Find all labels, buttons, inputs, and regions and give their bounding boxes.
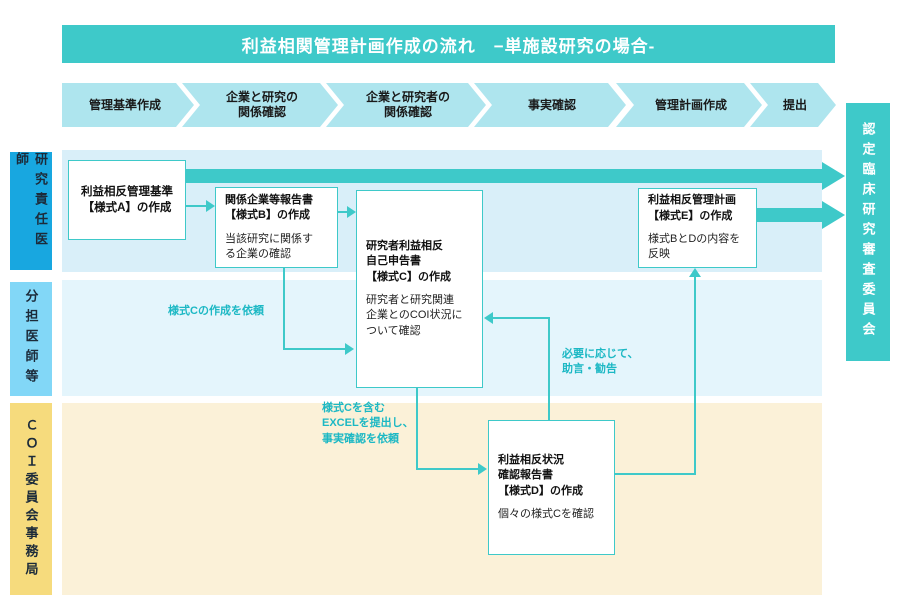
arrow-plan-to-committee-body bbox=[757, 208, 823, 222]
arrow-d-advice-c-head-icon bbox=[484, 312, 493, 324]
process-step-create-plan: 管理計画作成 bbox=[616, 83, 762, 127]
arrow-d-advice-c-vertical-line bbox=[548, 318, 550, 420]
form-box-c-body: 研究者と研究関連 企業とのCOI状況に ついて確認 bbox=[366, 294, 463, 337]
form-box-b-title: 関係企業等報告書 【様式B】の作成 bbox=[225, 193, 313, 222]
process-step-fact-check: 事実確認 bbox=[474, 83, 626, 127]
annotation-submit-excel: 様式Cを含む EXCELを提出し、 事実確認を依頼 bbox=[322, 402, 414, 445]
process-step-create-standards: 管理基準作成 bbox=[62, 83, 194, 127]
form-box-c: 研究者利益相反 自己申告書 【様式C】の作成 研究者と研究関連 企業とのCOI状… bbox=[356, 190, 483, 388]
arrow-d-to-e-vertical-line bbox=[694, 276, 696, 475]
arrow-b-to-c-line bbox=[338, 211, 348, 213]
arrow-c-to-d-vertical-line bbox=[416, 388, 418, 470]
form-box-c-title: 研究者利益相反 自己申告書 【様式C】の作成 bbox=[366, 239, 451, 283]
form-box-a-title: 利益相反管理基準 【様式A】の作成 bbox=[81, 185, 173, 214]
arrow-plan-to-committee-head-icon bbox=[822, 201, 845, 229]
arrow-b-request-c-horizontal-line bbox=[283, 348, 346, 350]
form-box-d-title: 利益相反状況 確認報告書 【様式D】の作成 bbox=[498, 453, 583, 497]
form-box-a: 利益相反管理基準 【様式A】の作成 bbox=[68, 160, 186, 240]
page-title: 利益相関管理計画作成の流れ −単施設研究の場合- bbox=[62, 25, 835, 63]
lane-label-coi-office: ＣＯＩ委員会事務局 bbox=[10, 403, 52, 595]
arrow-standards-to-committee-head-icon bbox=[822, 162, 845, 190]
arrow-c-to-d-horizontal-line bbox=[416, 468, 479, 470]
committee-box: 認定臨床研究審査委員会 bbox=[846, 103, 890, 361]
form-box-b-body: 当該研究に関係す る企業の確認 bbox=[225, 232, 313, 260]
form-box-e-title: 利益相反管理計画 【様式E】の作成 bbox=[648, 194, 736, 222]
arrow-a-to-b-line bbox=[186, 205, 208, 207]
process-step-company-researcher-relation: 企業と研究者の 関係確認 bbox=[326, 83, 486, 127]
lane-label-co-investigators: 分担医師等 bbox=[10, 282, 52, 396]
form-box-e-body: 様式BとDの内容を 反映 bbox=[648, 233, 741, 261]
form-box-d-body: 個々の様式Cを確認 bbox=[498, 507, 594, 520]
arrow-standards-to-committee-body bbox=[186, 169, 823, 183]
process-step-company-study-relation: 企業と研究の 関係確認 bbox=[182, 83, 338, 127]
form-box-b: 関係企業等報告書 【様式B】の作成 当該研究に関係す る企業の確認 bbox=[215, 187, 338, 268]
arrow-b-request-c-head-icon bbox=[345, 343, 354, 355]
form-box-d: 利益相反状況 確認報告書 【様式D】の作成 個々の様式Cを確認 bbox=[488, 420, 615, 555]
process-step-submit: 提出 bbox=[750, 83, 836, 127]
arrow-b-request-c-vertical-line bbox=[283, 267, 285, 350]
arrow-d-advice-c-horizontal-line bbox=[493, 317, 550, 319]
arrow-b-to-c-head-icon bbox=[347, 206, 356, 218]
arrow-d-to-e-head-icon bbox=[689, 268, 701, 277]
arrow-c-to-d-head-icon bbox=[478, 463, 487, 475]
form-box-e: 利益相反管理計画 【様式E】の作成 様式BとDの内容を 反映 bbox=[638, 188, 757, 268]
arrow-a-to-b-head-icon bbox=[206, 200, 215, 212]
annotation-request-form-c: 様式Cの作成を依頼 bbox=[168, 305, 264, 317]
lane-label-principal-investigator: 研究責任医師 bbox=[10, 152, 52, 270]
annotation-advice: 必要に応じて、 助言・勧告 bbox=[562, 348, 639, 376]
arrow-d-to-e-horizontal-line bbox=[615, 473, 696, 475]
